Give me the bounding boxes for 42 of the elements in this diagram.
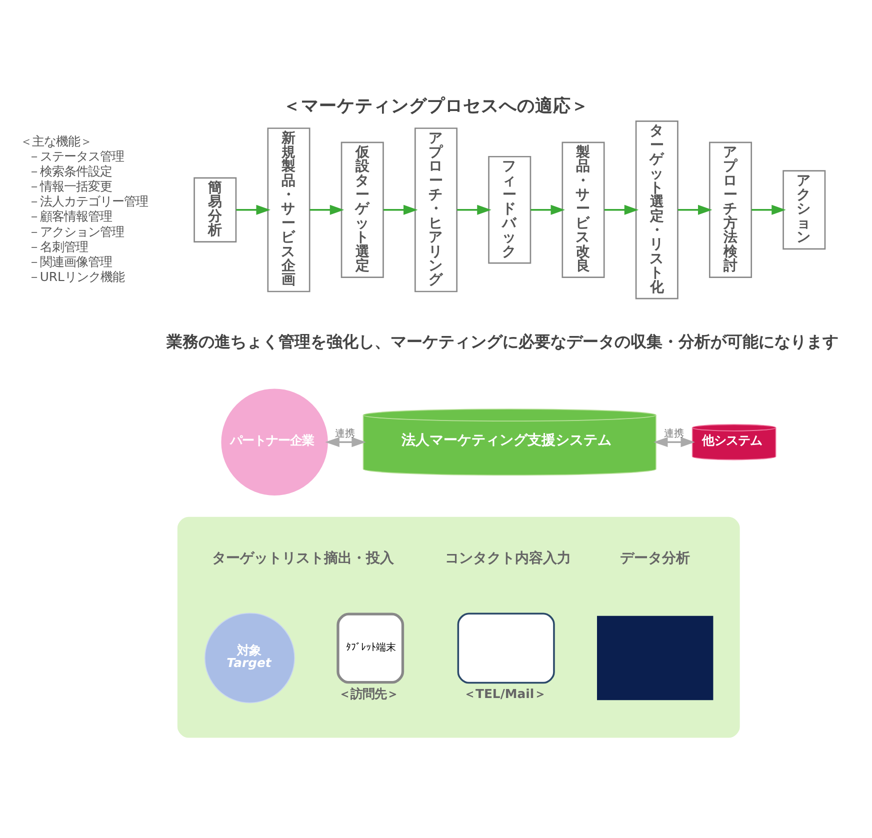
edge-label: 連携 bbox=[335, 428, 356, 440]
label: ターゲットリスト摘出・投入 bbox=[212, 550, 394, 566]
label: －顧客情報管理 bbox=[28, 208, 112, 224]
arrow bbox=[678, 204, 712, 214]
label: ＜主な機能＞ bbox=[20, 132, 92, 148]
label: －URLリンク機能 bbox=[28, 268, 124, 284]
node-box: フィードバック bbox=[488, 155, 532, 264]
label: －法人カテゴリー管理 bbox=[28, 193, 148, 208]
node-box: 簡易分析 bbox=[194, 176, 237, 242]
node-circle: 対象 Target bbox=[204, 612, 295, 703]
node-box: アクション bbox=[782, 170, 826, 250]
arrow bbox=[383, 204, 418, 214]
node-box: 製品・サービス改良 bbox=[562, 141, 605, 278]
arrow bbox=[236, 204, 270, 214]
label: －名刺管理 bbox=[28, 238, 88, 254]
node-box: ターゲット選定・リスト化 bbox=[635, 120, 678, 299]
label: データ分析 bbox=[620, 550, 690, 566]
arrow bbox=[325, 436, 366, 447]
arrow bbox=[604, 204, 639, 214]
node-box: 仮設ターゲット選定 bbox=[340, 141, 384, 278]
arrow bbox=[654, 436, 695, 447]
arrow bbox=[310, 204, 344, 214]
edge-label: 連携 bbox=[664, 428, 684, 440]
label: －ステータス管理 bbox=[28, 148, 124, 163]
diagram-title: ＜マーケティングプロセスへの適応＞ bbox=[282, 96, 589, 116]
label: －関連画像管理 bbox=[28, 253, 112, 268]
node-box: アプローチ・ヒアリング bbox=[414, 127, 458, 292]
node-label: ＜TEL/Mail＞ bbox=[464, 686, 546, 701]
node-box: アプローチ方法検討 bbox=[709, 141, 752, 278]
node-box bbox=[597, 615, 714, 700]
node-circle: パートナー企業 bbox=[221, 388, 328, 495]
label: 業務の進ちょく管理を強化し、マーケティングに必要なデータの収集・分析が可能になります bbox=[166, 331, 838, 350]
label: －情報一括変更 bbox=[28, 178, 112, 194]
label: －検索条件設定 bbox=[28, 162, 112, 178]
node-label: ＜訪問先＞ bbox=[338, 686, 398, 701]
node-box: 新規製品・サービス企画 bbox=[267, 127, 310, 292]
label: －アクション管理 bbox=[28, 223, 124, 238]
arrow bbox=[457, 204, 492, 214]
cluster bbox=[177, 516, 740, 738]
arrow bbox=[530, 204, 565, 214]
label: コンタクト内容入力 bbox=[444, 550, 571, 566]
arrow bbox=[752, 204, 786, 214]
